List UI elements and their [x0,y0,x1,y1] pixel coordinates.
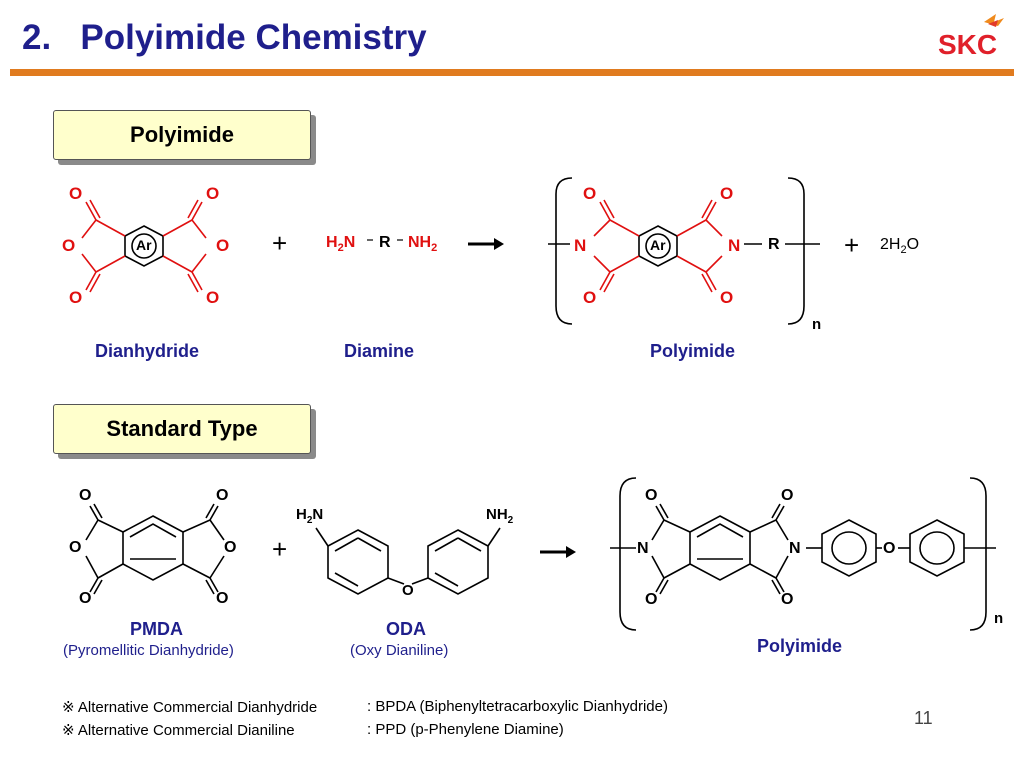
note-dianiline-prefix: ※ Alternative Commercial Dianiline [62,722,295,739]
diamine-r: R [379,234,391,251]
dianhydride-o-bottom-left: O [69,288,83,307]
dianhydride-structure [81,199,207,293]
oda-nh2: NH2 [486,506,514,526]
polyimide-repeat-n: n [812,316,822,333]
pi-o-bottom-left: O [645,591,658,608]
water-byproduct: 2H2O [880,236,920,257]
standard-type-section-box: Standard Type [53,404,311,454]
note-dianhydride-prefix: ※ Alternative Commercial Dianhydride [62,699,318,716]
polyimide-o-bottom-left: O [583,288,597,307]
oda-fullname: (Oxy Dianiline) [350,642,449,659]
dianhydride-label: Dianhydride [95,341,200,361]
dianhydride-o-top-left: O [69,184,83,203]
polyimide-label: Polyimide [650,341,736,361]
standard-type-box-label: Standard Type [106,416,258,441]
pmda-o-bottom-left: O [79,590,92,607]
reaction-arrow-2 [540,546,576,558]
dianhydride-o-right: O [216,236,230,255]
pi-o-bottom-right: O [781,591,794,608]
pmda-fullname: (Pyromellitic Dianhydride) [63,642,234,659]
page-number: 11 [914,708,933,728]
pmda-o-top-left: O [79,487,92,504]
title-text: Polyimide Chemistry [80,18,427,57]
pmda-o-bottom-right: O [216,590,229,607]
diamine-label: Diamine [344,341,415,361]
pi-repeat-n: n [994,610,1004,627]
diamine-nh2: NH2 [408,234,438,255]
pmda-structure [85,503,225,595]
plus-sign-2: + [844,230,860,260]
reaction-arrow-1 [468,238,504,250]
dianhydride-o-left: O [62,236,76,255]
plus-sign-1: + [272,228,288,258]
diamine-formula: H2N [326,234,356,255]
pi-ether-o: O [883,540,896,557]
oda-ether-o: O [402,582,414,599]
pmda-o-top-right: O [216,487,229,504]
note-dianhydride-value: : BPDA (Biphenyltetracarboxylic Dianhydr… [367,698,668,715]
polyimide-o-top-left: O [583,184,597,203]
dianhydride-o-top-right: O [206,184,220,203]
svg-text:SKC: SKC [938,29,997,60]
pi-o-top-left: O [645,487,658,504]
plus-sign-3: + [272,534,288,564]
polyimide-ar-label: Ar [650,237,666,253]
oda-label: ODA [386,619,426,639]
dianhydride-ar-label: Ar [136,237,152,253]
polyimide-r-label: R [768,236,780,253]
pi-n-right: N [789,540,801,557]
polyimide-section-box: Polyimide [53,110,311,160]
polyimide-standard-structure [610,477,996,631]
polyimide-n-right: N [728,236,741,255]
polyimide-structure [548,177,820,325]
pi-n-left: N [637,540,649,557]
note-dianiline-value: : PPD (p-Phenylene Diamine) [367,721,564,738]
oda-structure [315,527,501,595]
page-title: 2. Polyimide Chemistry [22,18,427,58]
pmda-o-right: O [224,539,237,556]
pmda-label: PMDA [130,619,183,639]
oda-h2n: H2N [296,506,324,526]
dianhydride-o-bottom-right: O [206,288,220,307]
polyimide-o-top-right: O [720,184,734,203]
title-underline [10,69,1014,76]
polyimide-o-bottom-right: O [720,288,734,307]
polyimide-box-label: Polyimide [130,122,234,147]
pi-o-top-right: O [781,487,794,504]
pmda-o-left: O [69,539,82,556]
skc-logo: SKC [936,10,1016,66]
polyimide-n-left: N [574,236,587,255]
title-number: 2. [22,18,52,57]
polyimide-standard-label: Polyimide [757,636,843,656]
